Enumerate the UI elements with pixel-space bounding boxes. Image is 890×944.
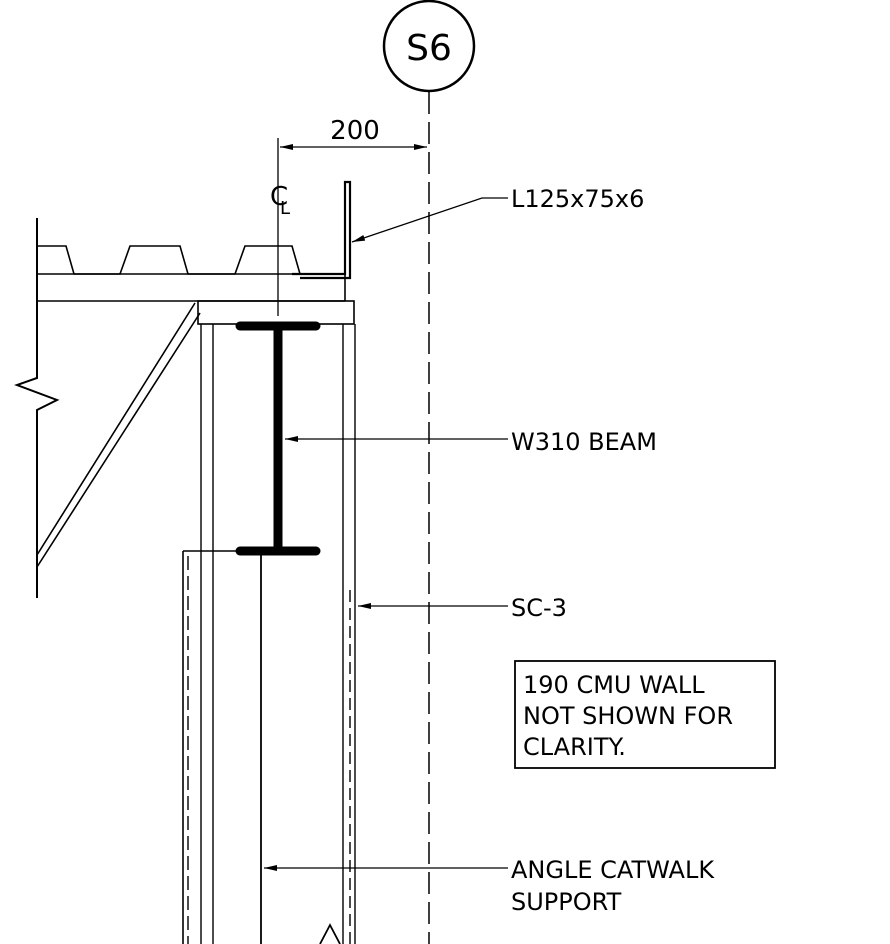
callout-angle-text: L125x75x6 bbox=[511, 185, 644, 213]
grid-bubble: S6 bbox=[382, 0, 476, 93]
knee-brace bbox=[36, 302, 201, 568]
callout-catwalk-line2: SUPPORT bbox=[511, 888, 622, 916]
callout-column: SC-3 bbox=[358, 594, 567, 622]
grid-bubble-label: S6 bbox=[406, 28, 452, 69]
note-box: 190 CMU WALL NOT SHOWN FOR CLARITY. bbox=[514, 660, 776, 769]
centerline-l: L bbox=[280, 198, 290, 219]
note-line-3: CLARITY. bbox=[523, 733, 626, 761]
section-mark-fragment bbox=[319, 923, 341, 944]
angle-l125x75x6 bbox=[292, 180, 352, 280]
wall-break-line bbox=[14, 218, 60, 598]
callout-catwalk-line1: ANGLE CATWALK bbox=[511, 856, 715, 884]
dimension-value: 200 bbox=[330, 116, 380, 146]
callout-column-text: SC-3 bbox=[511, 594, 567, 622]
note-line-1: 190 CMU WALL bbox=[523, 671, 705, 699]
callout-beam: W310 BEAM bbox=[285, 428, 657, 456]
w310-beam bbox=[235, 321, 321, 556]
note-line-2: NOT SHOWN FOR bbox=[523, 702, 733, 730]
steel-deck bbox=[37, 245, 345, 275]
angle-catwalk-support bbox=[182, 550, 262, 944]
dimension-line: 200 bbox=[277, 116, 427, 316]
callout-angle: L125x75x6 bbox=[351, 185, 644, 243]
centerline-c: C bbox=[270, 182, 288, 212]
callout-beam-text: W310 BEAM bbox=[511, 428, 657, 456]
centerline-symbol: C L bbox=[270, 182, 290, 219]
column-sc3 bbox=[200, 324, 356, 944]
callout-catwalk-support: ANGLE CATWALK SUPPORT bbox=[264, 856, 715, 916]
slab-edge bbox=[37, 274, 355, 325]
